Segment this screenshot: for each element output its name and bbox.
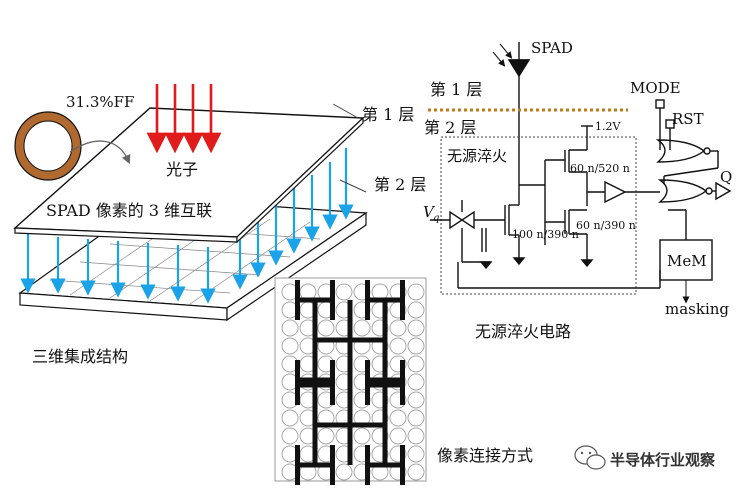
- pixel-circle: [389, 319, 407, 337]
- spad-label: SPAD: [531, 39, 573, 57]
- pixel-circle: [335, 283, 353, 301]
- pixel-connection-caption: 像素连接方式: [437, 446, 533, 465]
- buffer-icon: [604, 180, 627, 204]
- pixel-circle: [317, 319, 335, 337]
- pixel-circle-grid: [281, 283, 425, 481]
- pixel-connection-pattern: [274, 277, 427, 485]
- pixel-circle: [407, 391, 425, 409]
- pixel-circle: [281, 427, 299, 445]
- rst-label: RST: [672, 110, 704, 128]
- pixel-circle: [335, 463, 353, 481]
- pixel-circle: [407, 319, 425, 337]
- interconnect-arrows: [20, 148, 354, 304]
- spad-diode-icon: [492, 42, 531, 185]
- pixel-circle: [407, 355, 425, 373]
- pixel-circle: [281, 319, 299, 337]
- pixel-circle: [353, 319, 371, 337]
- pixel-circle: [407, 445, 425, 463]
- pixel-circle: [407, 301, 425, 319]
- q-output-label: Q: [720, 168, 732, 186]
- output-buffer-icon: [715, 181, 732, 201]
- pixel-circle: [353, 427, 371, 445]
- vdd-label: 1.2V: [595, 120, 621, 133]
- quench-box-label: 无源淬火: [447, 147, 507, 165]
- pixel-circle: [389, 445, 407, 463]
- fill-factor-label: 31.3%FF: [66, 93, 134, 111]
- circuit-caption: 无源淬火电路: [475, 322, 571, 341]
- interconnect-label: SPAD 像素的 3 维互联: [46, 201, 212, 220]
- stacked-3d-structure: [13, 84, 368, 322]
- pixel-circle: [389, 427, 407, 445]
- pointer-arrow: [69, 140, 131, 165]
- pixel-circle: [371, 427, 389, 445]
- pixel-circle: [389, 337, 407, 355]
- pixel-circle: [407, 337, 425, 355]
- transistor-3-size: 60 n/390 n: [576, 219, 636, 232]
- photon-label: 光子: [166, 160, 198, 179]
- pixel-circle: [389, 355, 407, 373]
- pixel-circle: [281, 409, 299, 427]
- photon-arrows: [146, 84, 222, 154]
- transistor-1-size: 60 n/520 n: [570, 162, 630, 175]
- watermark-text: 半导体行业观察: [610, 451, 716, 469]
- pixel-circle: [407, 373, 425, 391]
- mem-label: MeM: [667, 252, 707, 270]
- vq-subscript: q: [433, 213, 439, 224]
- pixel-circle: [407, 283, 425, 301]
- pixel-circle: [371, 355, 389, 373]
- pixel-circle: [371, 391, 389, 409]
- structure-caption: 三维集成结构: [32, 347, 128, 366]
- layer2-label-right: 第 2 层: [424, 118, 476, 137]
- masking-label: masking: [665, 300, 729, 318]
- pixel-circle: [317, 427, 335, 445]
- transistor-2-size: 100 n/390 n: [512, 228, 579, 241]
- nor-gate-2: [657, 179, 708, 203]
- pixel-circle: [389, 409, 407, 427]
- h-tree-interconnect: [295, 280, 405, 485]
- quench-circuit: [428, 42, 732, 304]
- pixel-circle: [407, 427, 425, 445]
- layer1-label-left: 第 1 层: [362, 105, 414, 124]
- wechat-icon: [574, 445, 606, 470]
- mode-label: MODE: [630, 79, 681, 97]
- pixel-circle: [389, 391, 407, 409]
- pixel-circle: [371, 319, 389, 337]
- vq-label: V: [423, 203, 436, 221]
- pixel-circle: [281, 337, 299, 355]
- quench-region-box: [440, 136, 637, 295]
- pixel-circle: [407, 463, 425, 481]
- layer1-label-right: 第 1 层: [430, 80, 482, 99]
- nor-gate-1: [655, 139, 706, 163]
- pixel-circle: [407, 409, 425, 427]
- pixel-circle: [371, 445, 389, 463]
- layer2-label-left: 第 2 层: [374, 175, 426, 194]
- pixel-ring-icon: [14, 111, 82, 181]
